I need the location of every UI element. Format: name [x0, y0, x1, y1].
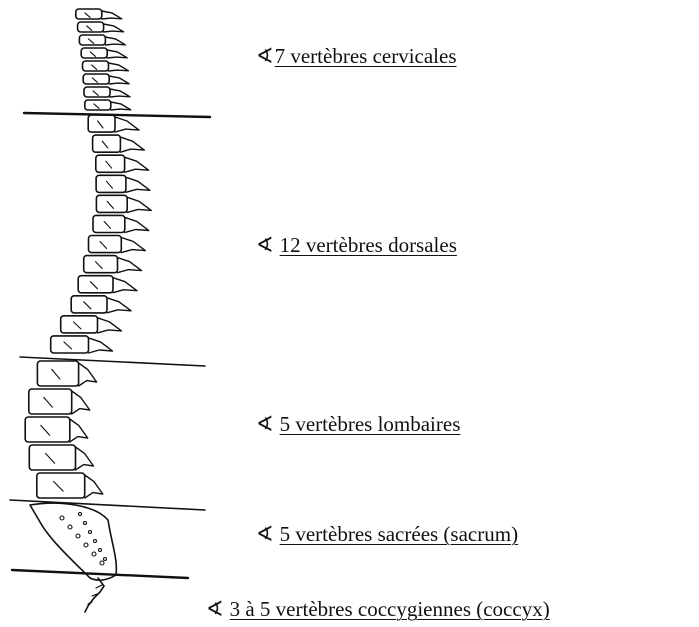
- region-divider-line: [12, 570, 188, 578]
- vertebra: [29, 445, 93, 470]
- vertebra: [88, 115, 139, 132]
- vertebra: [25, 417, 87, 442]
- vertebra: [83, 61, 129, 71]
- vertebra: [96, 155, 149, 172]
- label-coccyx-text: 3 à 5 vertèbres coccygiennes (coccyx): [230, 597, 550, 621]
- label-dorsal-text: 12 vertèbres dorsales: [280, 233, 457, 257]
- region-dividers: [10, 113, 210, 578]
- label-coccyx: ∢ 3 à 5 vertèbres coccygiennes (coccyx): [206, 599, 550, 620]
- vertebra: [51, 336, 113, 353]
- vertebra: [79, 35, 125, 45]
- vertebra: [96, 175, 150, 192]
- label-sacral-text: 5 vertèbres sacrées (sacrum): [280, 522, 518, 546]
- vertebra: [85, 100, 131, 110]
- vertebra: [81, 48, 127, 58]
- vertebra: [84, 256, 142, 273]
- pointer-arrow-icon: ∢: [256, 414, 274, 435]
- vertebra: [29, 389, 90, 414]
- vertebra: [93, 135, 145, 152]
- label-cervical-text: 7 vertèbres cervicales: [275, 44, 457, 68]
- label-dorsal: ∢ 12 vertèbres dorsales: [256, 235, 457, 256]
- sacrum: [30, 503, 116, 580]
- vertebra: [84, 87, 130, 97]
- pointer-arrow-icon: ∢: [256, 46, 274, 67]
- vertebra: [78, 22, 124, 32]
- vertebra: [76, 9, 122, 19]
- vertebra: [93, 215, 149, 232]
- label-cervical: ∢7 vertèbres cervicales: [256, 46, 457, 67]
- vertebral-column: [25, 9, 151, 612]
- vertebra: [96, 195, 151, 212]
- region-divider-line: [10, 500, 205, 510]
- vertebra: [61, 316, 122, 333]
- vertebra: [37, 361, 96, 386]
- vertebra: [37, 473, 103, 498]
- pointer-arrow-icon: ∢: [256, 524, 274, 545]
- vertebra: [71, 296, 131, 313]
- coccyx: [85, 578, 104, 612]
- pointer-arrow-icon: ∢: [206, 599, 224, 620]
- label-lumbar-text: 5 vertèbres lombaires: [280, 412, 461, 436]
- vertebra: [89, 236, 146, 253]
- label-lumbar: ∢ 5 vertèbres lombaires: [256, 414, 460, 435]
- vertebra: [78, 276, 137, 293]
- label-sacral: ∢ 5 vertèbres sacrées (sacrum): [256, 524, 518, 545]
- pointer-arrow-icon: ∢: [256, 235, 274, 256]
- vertebra: [83, 74, 129, 84]
- region-divider-line: [24, 113, 210, 117]
